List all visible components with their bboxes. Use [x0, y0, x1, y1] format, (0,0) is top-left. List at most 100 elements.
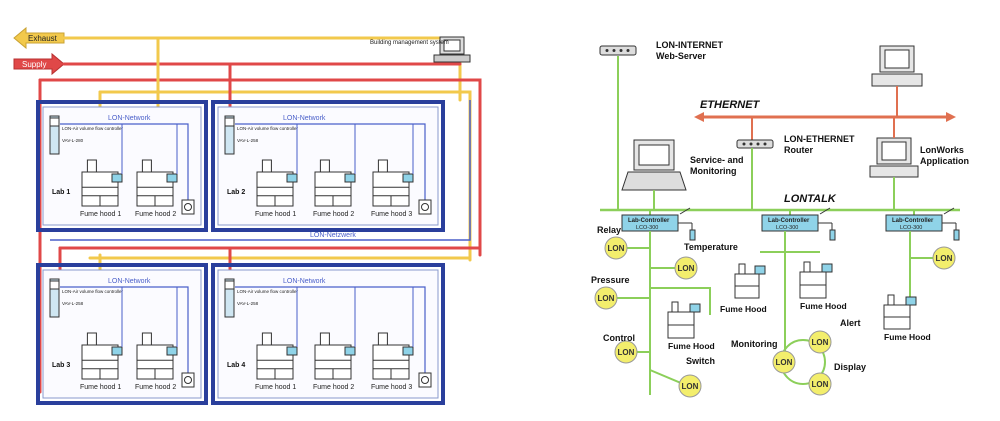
controller-code: VAV-L-258 — [62, 301, 84, 306]
lab-controller-code: LCO-300 — [776, 225, 798, 231]
controller-code: VAV-L-258 — [237, 138, 259, 143]
lon-node-label: LON — [936, 254, 953, 263]
lab-label: Lab 3 — [52, 362, 70, 369]
controller-label: LON-Air volume flow controller — [237, 126, 299, 131]
lab-label: Lab 1 — [52, 189, 70, 196]
left-diagram: Exhaust Supply Buildin — [13, 26, 482, 405]
top-workstation — [871, 45, 923, 116]
lon-node: LON — [808, 372, 832, 396]
fume-hood-label: Fume hood 3 — [371, 384, 412, 391]
service-workstation: Service- and Monitoring — [621, 139, 744, 210]
service-label-2: Monitoring — [690, 166, 737, 176]
lontalk-label: LONTALK — [784, 193, 837, 205]
lonworks-label-1: LonWorks — [920, 145, 964, 155]
fume-hood-label: Fume hood 3 — [371, 211, 412, 218]
lon-node: LON — [604, 236, 628, 260]
lon-node-label: LON — [618, 348, 635, 357]
service-label-1: Service- and — [690, 155, 744, 165]
lon-node: LON — [678, 374, 702, 398]
sensor-labels: Relay Temperature Pressure Control Switc… — [591, 225, 866, 372]
fume-hood — [314, 332, 356, 380]
temperature-label: Temperature — [684, 242, 738, 252]
lon-node: LON — [808, 330, 832, 354]
alert-label: Alert — [840, 318, 861, 328]
right-diagram: LON-INTERNET Web-Server ETHERNET LON-ETH… — [591, 40, 969, 398]
fume-hood-label: Fume Hood — [668, 341, 715, 351]
fume-hood-label: Fume Hood — [800, 301, 847, 311]
lon-bus: LON-Netzwerk — [50, 100, 471, 241]
controller-code: VAV-L-258 — [237, 301, 259, 306]
lon-node-label: LON — [608, 244, 625, 253]
controller-code: VAV-L-280 — [62, 138, 84, 143]
lab-network-label: LON-Network — [108, 278, 151, 285]
lon-bus-label: LON-Netzwerk — [310, 232, 356, 239]
fume-hood — [136, 159, 178, 207]
fume-hood — [81, 332, 123, 380]
fume-hood-label: Fume Hood — [884, 332, 931, 342]
controller-label: LON-Air volume flow controller — [237, 289, 299, 294]
lab-controllers: Lab-ControllerLCO-300Lab-ControllerLCO-3… — [621, 207, 960, 241]
lab-label: Lab 4 — [227, 362, 245, 369]
fume-hood — [256, 159, 298, 207]
lonworks-label-2: Application — [920, 156, 969, 166]
lon-node: LON — [932, 246, 956, 270]
lon-node-label: LON — [598, 294, 615, 303]
lon-nodes: LON LON LON LON LON LON LON LON LON — [594, 236, 956, 398]
display-label: Display — [834, 362, 866, 372]
lon-node: LON — [772, 350, 796, 374]
fume-hood — [372, 332, 414, 380]
lab-controller-label: Lab-Controller — [628, 218, 670, 224]
router: LON-ETHERNET Router — [736, 117, 855, 210]
fume-hood-label: Fume hood 2 — [135, 211, 176, 218]
router-label-2: Router — [784, 145, 813, 155]
fume-hood-label: Fume hood 1 — [255, 211, 296, 218]
fume-hood-label: Fume hood 2 — [313, 211, 354, 218]
web-server-label-2: Web-Server — [656, 51, 706, 61]
fume-hood — [314, 159, 356, 207]
lab-controller-label: Lab-Controller — [768, 218, 810, 224]
ethernet-label: ETHERNET — [700, 99, 761, 111]
monitoring-label: Monitoring — [731, 339, 778, 349]
fume-hood: Fume Hood — [799, 261, 847, 311]
fume-hood — [81, 159, 123, 207]
supply-arrow: Supply — [13, 52, 65, 76]
fume-hood-label: Fume Hood — [720, 304, 767, 314]
lab-label: Lab 2 — [227, 189, 245, 196]
lab-network-label: LON-Network — [283, 278, 326, 285]
controller-label: LON-Air volume flow controller — [62, 289, 124, 294]
lon-node-label: LON — [812, 338, 829, 347]
fume-hood-label: Fume hood 1 — [80, 384, 121, 391]
fume-hood: Fume Hood — [720, 263, 767, 314]
ethernet-line: ETHERNET — [694, 99, 956, 122]
lab-controller-label: Lab-Controller — [892, 218, 934, 224]
bms-label: Building management system — [370, 40, 449, 46]
supply-label: Supply — [22, 60, 46, 69]
fume-hood-label: Fume hood 2 — [135, 384, 176, 391]
router-label-1: LON-ETHERNET — [784, 134, 855, 144]
control-label: Control — [603, 333, 635, 343]
lab-controller-code: LCO-300 — [636, 225, 658, 231]
lon-node: LON — [674, 256, 698, 280]
fume-hood — [136, 332, 178, 380]
lonworks-workstation: LonWorks Application — [869, 117, 969, 210]
fume-hood: Fume Hood — [667, 301, 715, 351]
lon-node: LON — [594, 286, 618, 310]
lon-node: LON — [614, 340, 638, 364]
exhaust-label: Exhaust — [28, 34, 58, 43]
lab-controller-code: LCO-300 — [900, 225, 922, 231]
lon-node-label: LON — [682, 382, 699, 391]
fume-hood: Fume Hood — [883, 294, 931, 342]
fume-hood — [372, 159, 414, 207]
web-server-label-1: LON-INTERNET — [656, 40, 723, 50]
